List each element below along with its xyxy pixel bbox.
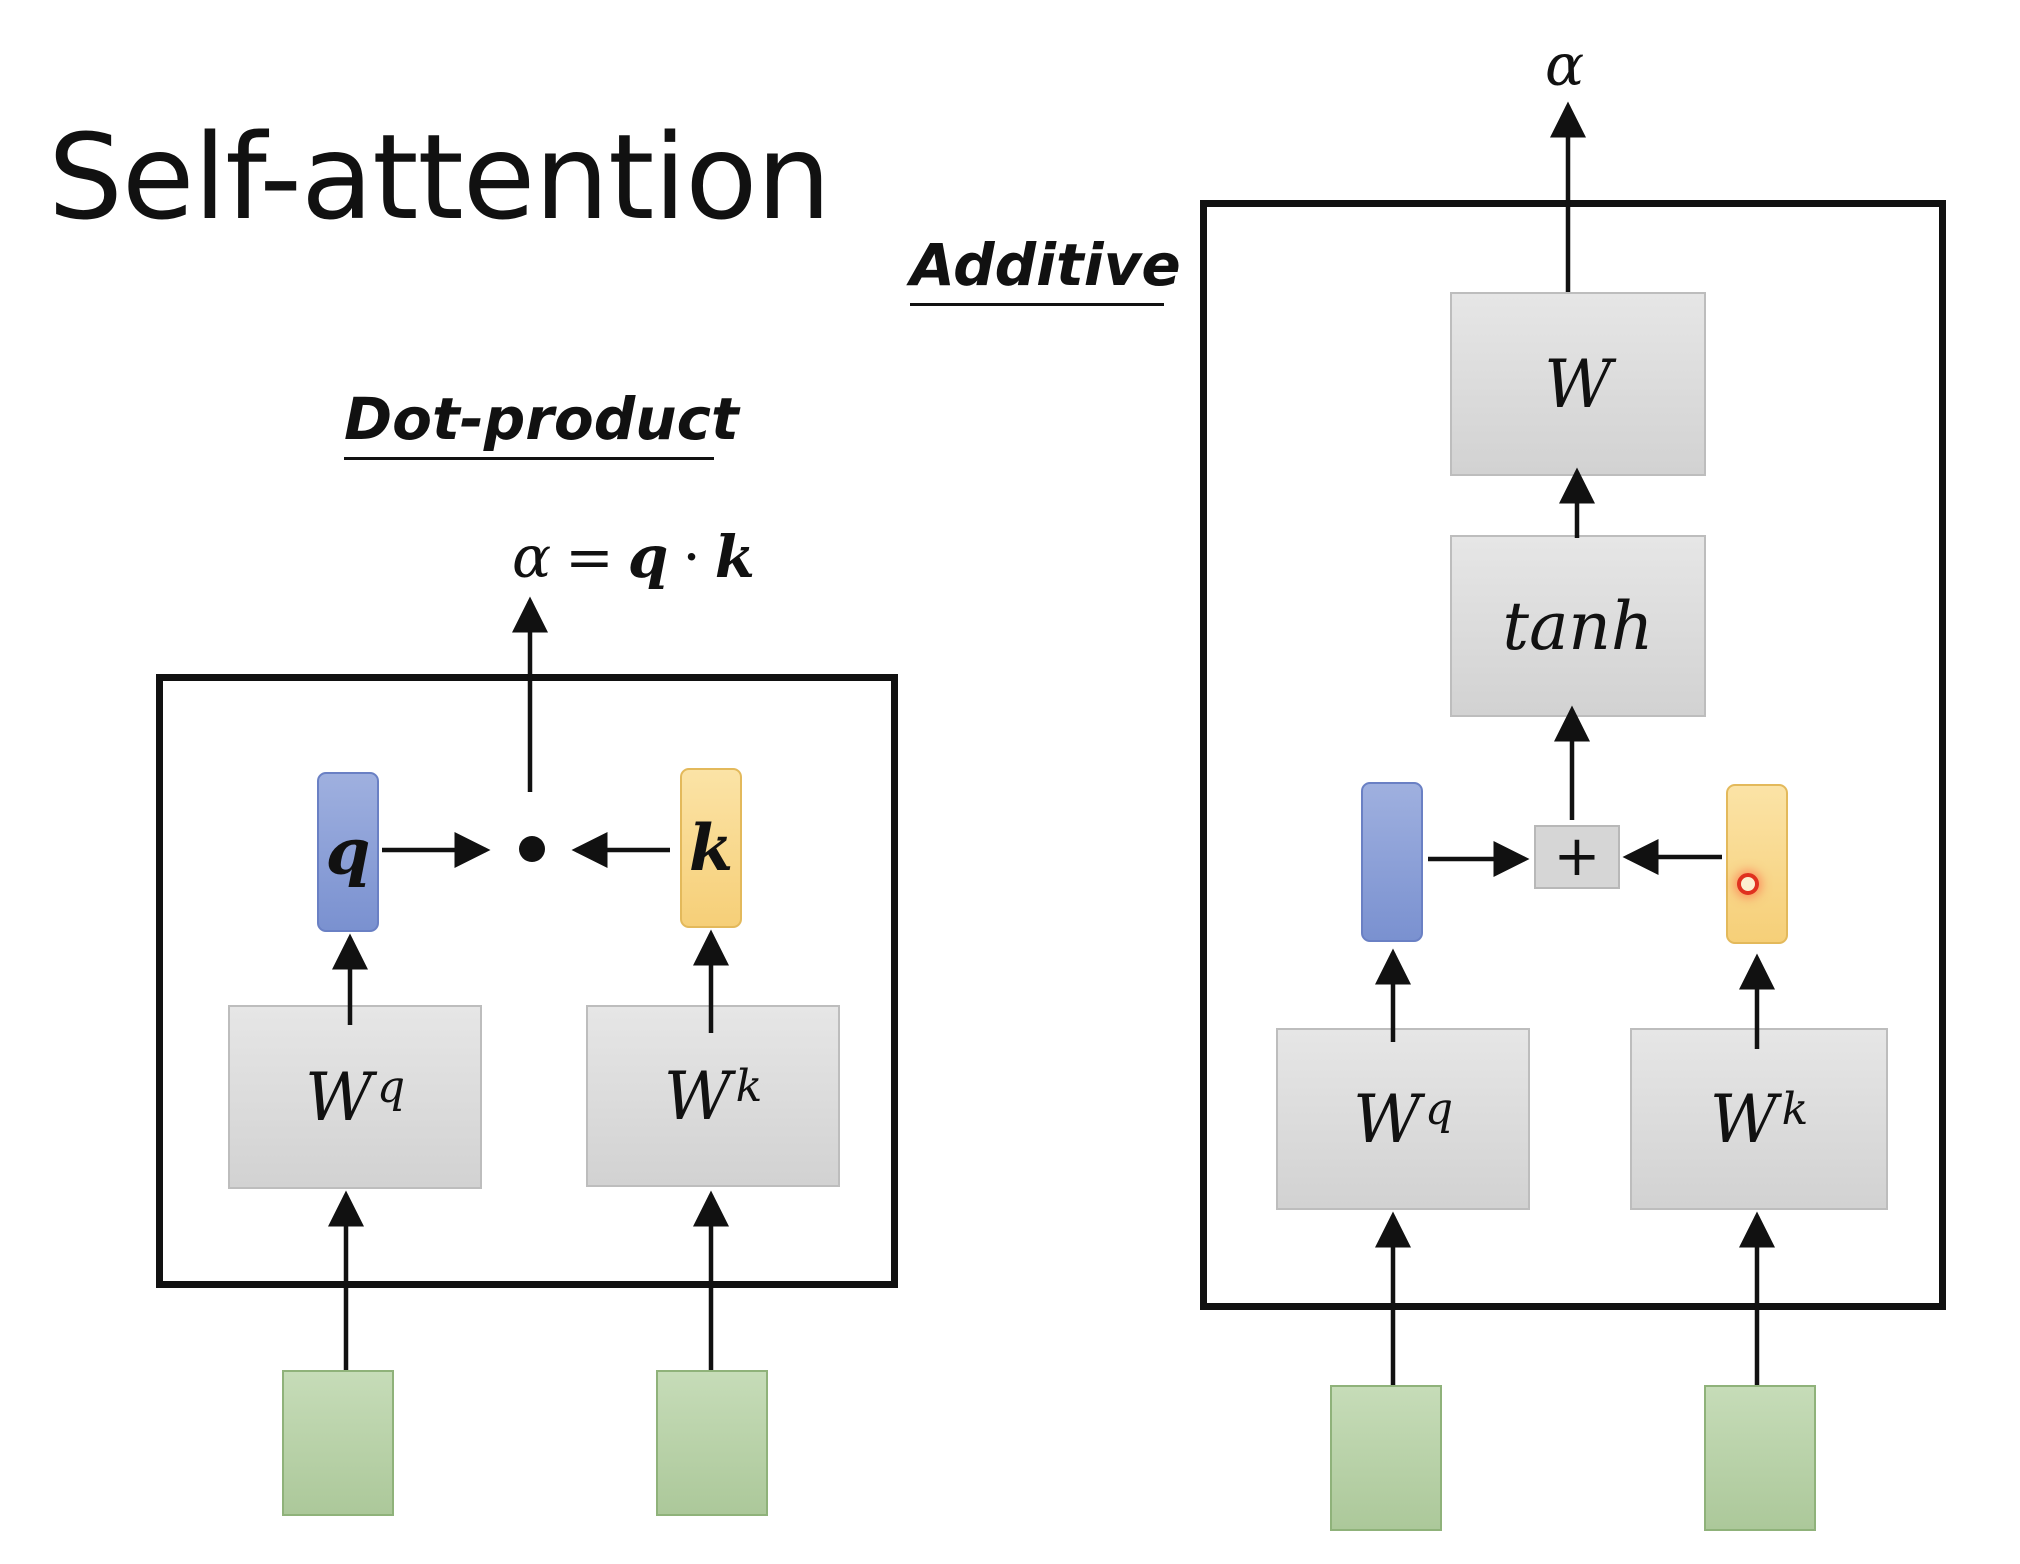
wk-sup: k <box>735 1060 763 1112</box>
additive-heading: Additive <box>910 231 1181 299</box>
pointer-cursor-icon <box>1737 873 1759 895</box>
query-vector: q <box>317 772 379 932</box>
dot-product-formula: α=q·k <box>512 528 755 586</box>
additive-wq-sup: q <box>1424 1083 1453 1135</box>
additive-w-label: W <box>1544 345 1612 423</box>
additive-wq-base: W <box>1352 1080 1421 1158</box>
dot-product-heading: Dot-product <box>344 385 739 453</box>
additive-query-vector <box>1361 782 1423 942</box>
wk-base: W <box>663 1057 732 1135</box>
wq-base: W <box>304 1058 373 1136</box>
formula-dot: · <box>682 523 701 591</box>
formula-equals: = <box>565 523 614 591</box>
key-vector-label: k <box>688 810 734 886</box>
dot-product-heading-underline <box>344 457 714 460</box>
formula-k: k <box>714 523 755 591</box>
key-vector: k <box>680 768 742 928</box>
additive-wk-base: W <box>1709 1080 1778 1158</box>
additive-w-box: W <box>1450 292 1706 476</box>
dot-product-operator-icon <box>519 836 545 862</box>
formula-q: q <box>627 523 669 591</box>
dot-product-frame <box>156 674 898 1288</box>
additive-output-alpha: α <box>1545 31 1585 99</box>
dot-product-input-left <box>282 1370 394 1516</box>
slide-title: Self-attention <box>48 108 831 246</box>
additive-frame <box>1200 200 1946 1310</box>
additive-heading-underline <box>910 303 1164 306</box>
additive-tanh-box: tanh <box>1450 535 1706 717</box>
additive-plus-box: + <box>1534 825 1620 889</box>
formula-alpha: α <box>512 523 552 591</box>
query-vector-label: q <box>325 814 371 890</box>
dot-product-input-right <box>656 1370 768 1516</box>
wq-sup: q <box>376 1061 405 1113</box>
additive-wk-sup: k <box>1781 1083 1809 1135</box>
additive-input-left <box>1330 1385 1442 1531</box>
additive-tanh-label: tanh <box>1502 587 1654 665</box>
additive-input-right <box>1704 1385 1816 1531</box>
additive-plus-label: + <box>1553 824 1601 889</box>
additive-key-vector <box>1726 784 1788 944</box>
